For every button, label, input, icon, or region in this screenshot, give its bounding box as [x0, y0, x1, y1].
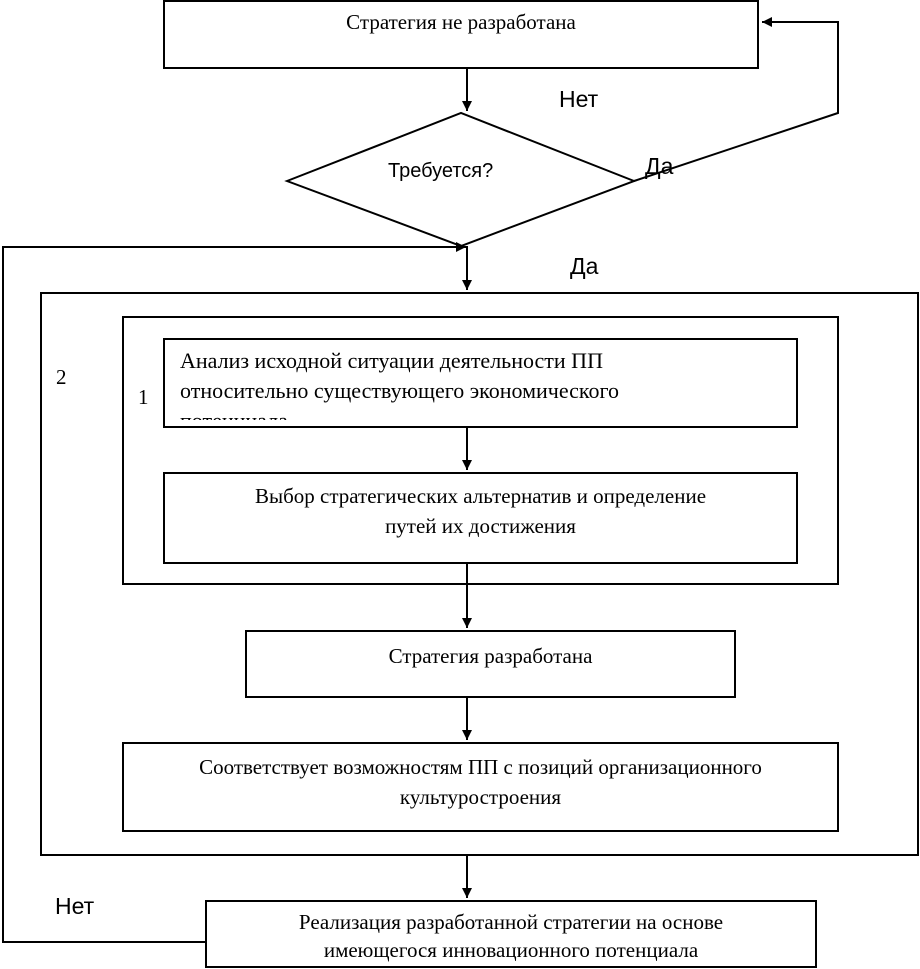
outer-group-number: 2: [56, 365, 67, 389]
match-box-line1: Соответствует возможностям ПП с позиций …: [199, 755, 762, 779]
developed-box-label: Стратегия разработана: [388, 644, 593, 668]
decision-label: Требуется?: [388, 160, 494, 182]
choice-box: [163, 472, 798, 564]
realization-box: [205, 900, 817, 968]
realization-box-line2: имеющегося инновационного потенциала: [323, 938, 699, 962]
analysis-box-label: Анализ исходной ситуации деятельности ПП…: [180, 348, 619, 420]
developed-box: [245, 630, 736, 698]
loop-back-line: [633, 17, 839, 182]
decision-no-label: Нет: [559, 86, 599, 112]
choice-box-line2: путей их достижения: [385, 514, 576, 538]
inner-group-box: [122, 316, 839, 585]
start-box: [163, 0, 759, 69]
outer-group-box: [40, 292, 919, 856]
choice-box-line1: Выбор стратегических альтернатив и опред…: [254, 484, 707, 508]
inner-group-number: 1: [138, 385, 149, 409]
realization-box-line1: Реализация разработанной стратегии на ос…: [298, 910, 724, 934]
decision-yes-down-label: Да: [570, 253, 599, 279]
no-return-line: [2, 242, 466, 943]
start-box-label: Стратегия не разработана: [346, 10, 576, 34]
analysis-box: [163, 338, 798, 428]
match-box-line2: культуростроения: [399, 785, 562, 809]
decision-yes-right-label: Да: [645, 153, 674, 179]
match-box: [122, 742, 839, 832]
no-return-label: Нет: [55, 893, 95, 919]
